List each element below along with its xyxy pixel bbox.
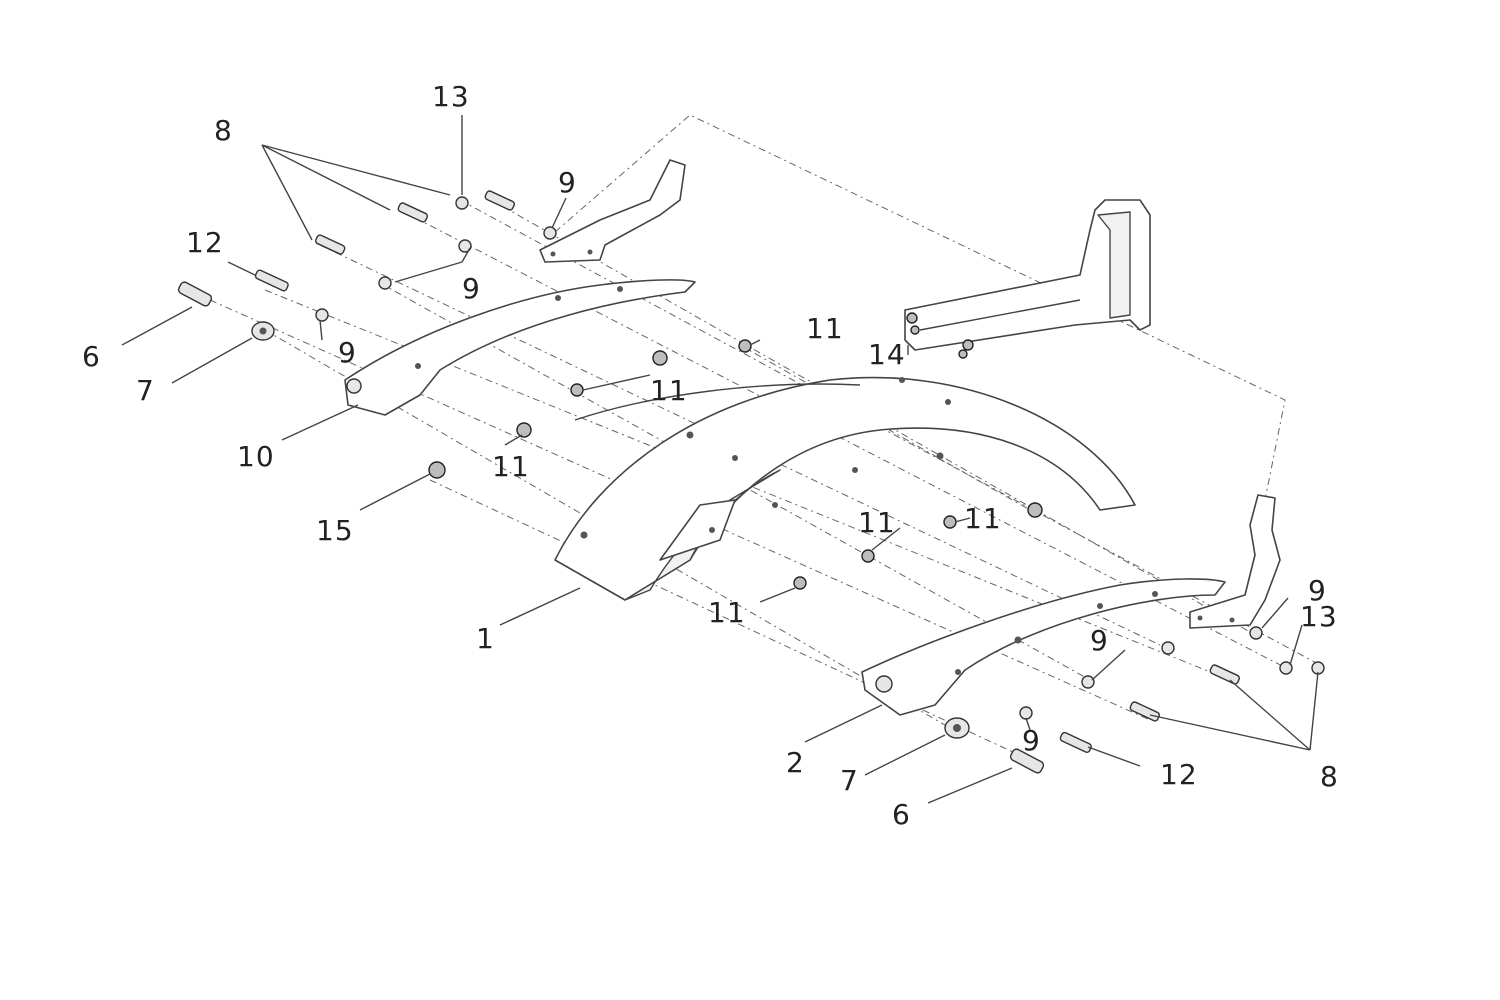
callout-13-right: 13 bbox=[1300, 600, 1338, 633]
grab-rail-part-14 bbox=[904, 199, 1151, 359]
callout-11-f: 11 bbox=[708, 596, 746, 629]
left-strut-part-10 bbox=[344, 279, 696, 416]
fender-part-1 bbox=[554, 376, 1136, 601]
left-bracket bbox=[539, 159, 686, 263]
callout-9-a: 9 bbox=[558, 166, 577, 199]
callout-11-e: 11 bbox=[964, 502, 1002, 535]
callout-12-left: 12 bbox=[186, 226, 224, 259]
right-strut-part-2 bbox=[861, 578, 1226, 716]
callout-9-d: 9 bbox=[1308, 574, 1327, 607]
callout-7-right: 7 bbox=[840, 764, 859, 797]
callout-10: 10 bbox=[237, 440, 275, 473]
right-bracket bbox=[1189, 494, 1281, 629]
callout-1: 1 bbox=[476, 622, 495, 655]
callout-9-b: 9 bbox=[462, 272, 481, 305]
callout-8-left: 8 bbox=[214, 114, 233, 147]
callout-9-c: 9 bbox=[338, 336, 357, 369]
callout-11-a: 11 bbox=[806, 312, 844, 345]
callout-15: 15 bbox=[316, 514, 354, 547]
callout-14: 14 bbox=[868, 338, 906, 371]
callout-12-right: 12 bbox=[1160, 758, 1198, 791]
callout-labels: 1 2 6 6 7 7 8 8 9 9 9 9 9 9 10 11 11 11 … bbox=[82, 80, 1339, 831]
callout-11-b: 11 bbox=[650, 374, 688, 407]
callout-11-d: 11 bbox=[858, 506, 896, 539]
callout-13-left: 13 bbox=[432, 80, 470, 113]
callout-11-c: 11 bbox=[492, 450, 530, 483]
hardware-left bbox=[177, 190, 752, 479]
callout-9-f: 9 bbox=[1022, 724, 1041, 757]
hardware-right bbox=[793, 502, 1325, 774]
callout-9-e: 9 bbox=[1090, 624, 1109, 657]
callout-6-right: 6 bbox=[892, 798, 911, 831]
callout-6-left: 6 bbox=[82, 340, 101, 373]
callout-leaders bbox=[121, 115, 1319, 804]
callout-2: 2 bbox=[786, 746, 805, 779]
callout-8-right: 8 bbox=[1320, 760, 1339, 793]
callout-7-left: 7 bbox=[136, 374, 155, 407]
